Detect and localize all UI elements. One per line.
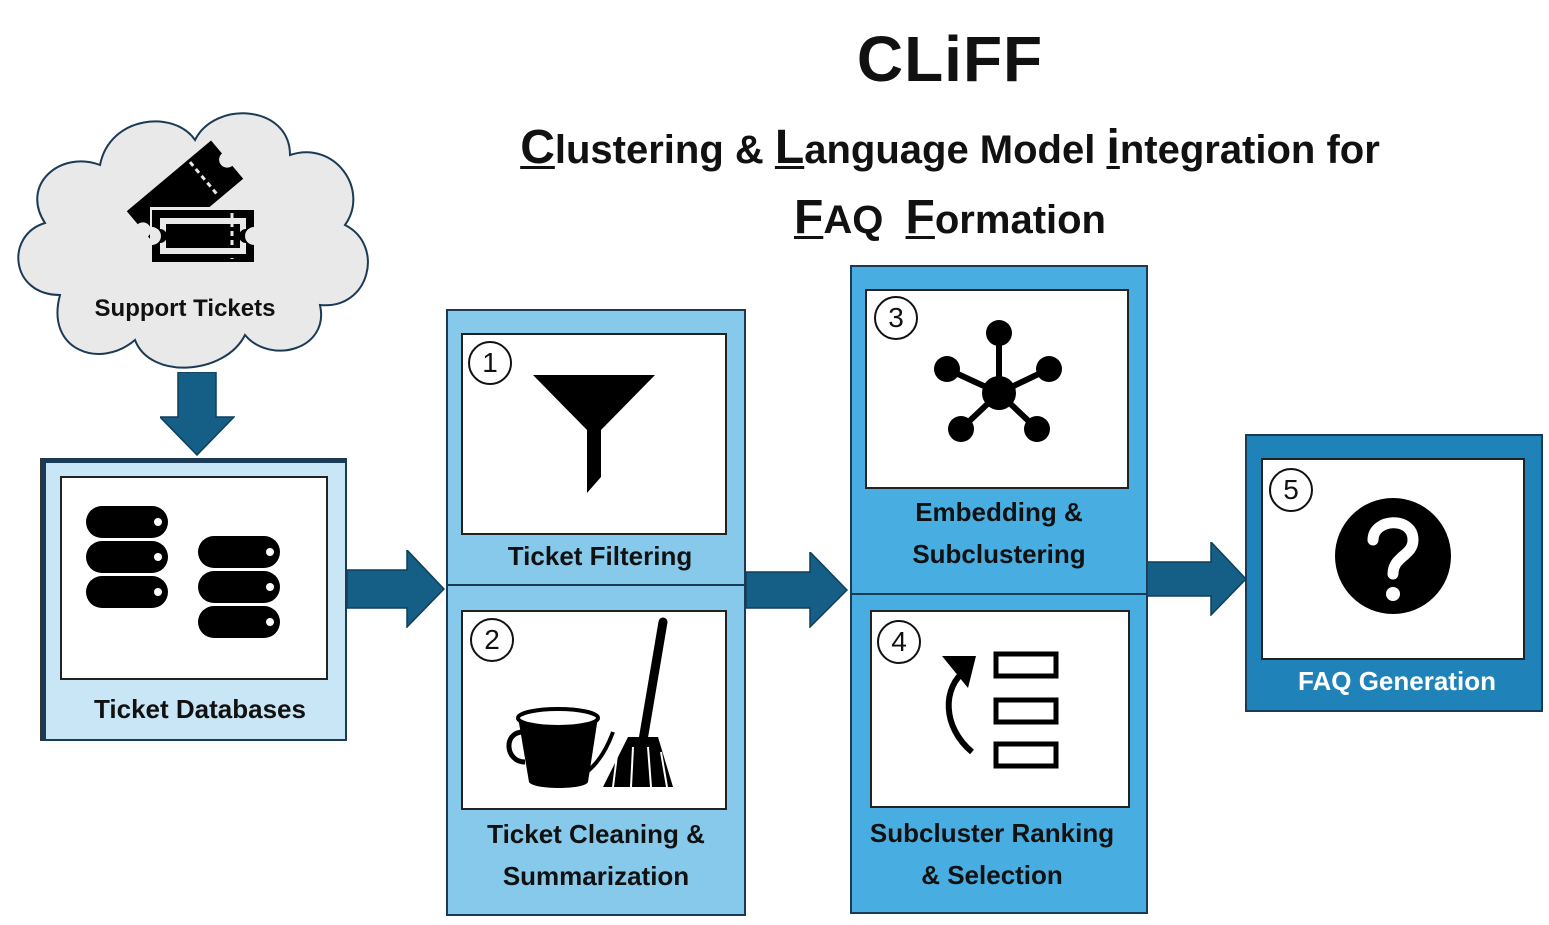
subtitle-text: ormation	[934, 198, 1106, 242]
step-4-label-line-1: Subcluster Ranking	[869, 818, 1115, 848]
subtitle-cap-i: i	[1106, 121, 1120, 174]
panel-divider	[446, 584, 746, 586]
support-tickets-cloud	[17, 112, 369, 369]
step-3-number: 3	[874, 296, 918, 340]
subtitle-text: ntegration for	[1119, 128, 1380, 172]
step-1-number: 1	[468, 341, 512, 385]
subtitle-cap-c: C	[520, 121, 555, 174]
ranking-list-icon	[942, 651, 1059, 769]
step-2-label-line-1: Ticket Cleaning &	[487, 819, 705, 849]
database-icon	[86, 506, 280, 638]
subtitle-cap-f: F	[793, 191, 824, 244]
arrow-down	[160, 372, 235, 456]
ticket-icon	[126, 140, 256, 265]
step-4-label-line-2: & Selection	[921, 860, 1063, 890]
panel-divider	[850, 593, 1148, 595]
step-1-icon-box	[461, 333, 727, 535]
step-5-number: 5	[1269, 468, 1313, 512]
subtitle-text: AQ	[823, 198, 906, 242]
step-4-number: 4	[877, 620, 921, 664]
step-2-number: 2	[470, 618, 514, 662]
step-5-icon-box	[1261, 458, 1525, 660]
subtitle-text: anguage Model	[804, 128, 1107, 172]
filter-funnel-icon	[533, 375, 655, 493]
step-5-label: FAQ Generation	[1298, 666, 1496, 696]
subtitle-cap-f: F	[905, 191, 935, 244]
arrow-right	[347, 550, 445, 628]
step-1-label: Ticket Filtering	[507, 541, 693, 571]
step-2-label-line-2: Summarization	[502, 861, 690, 891]
arrow-right	[1147, 542, 1247, 616]
network-hub-icon	[934, 320, 1062, 442]
subtitle-cap-l: L	[774, 121, 805, 174]
subtitle-text: lustering &	[554, 128, 775, 172]
bucket-mop-icon	[506, 617, 673, 788]
step-3-label-line-2: Subclustering	[912, 539, 1086, 569]
subtitle-line-1: Clustering & Language Model integration …	[480, 120, 1420, 175]
subtitle-line-2: FAQ Formation	[700, 190, 1200, 245]
support-tickets-label: Support Tickets	[94, 295, 276, 322]
databases-icon-box	[60, 476, 328, 680]
step-3-label-line-1: Embedding &	[915, 497, 1083, 527]
ticket-databases-label: Ticket Databases	[94, 694, 306, 724]
diagram-title: CLiFF	[856, 23, 1044, 95]
arrow-right	[746, 552, 848, 628]
question-mark-icon	[1335, 498, 1451, 614]
